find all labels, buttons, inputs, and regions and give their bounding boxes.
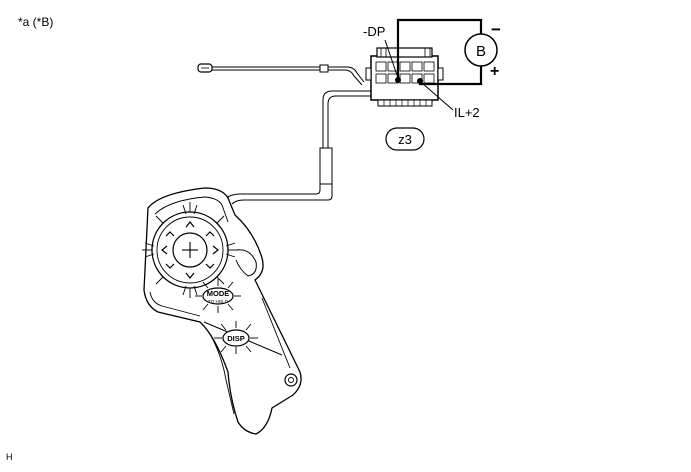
connector-z3 <box>365 47 444 107</box>
mode-button-flash-icon <box>195 279 241 313</box>
dp-leader-line <box>384 39 399 79</box>
terminal-label-dp: -DP <box>363 24 385 39</box>
plus-sign: + <box>490 63 499 80</box>
ilp2-leader-line <box>421 82 454 111</box>
battery-symbol: B <box>464 33 498 67</box>
probe-dp <box>395 77 401 83</box>
lead-wire <box>197 63 365 86</box>
mode-button-sublabel: TO HOLD <box>208 299 229 304</box>
connector-id-label: z3 <box>398 132 412 147</box>
test-lead-minus <box>396 18 483 80</box>
terminal-label-ilp2: IL+2 <box>454 105 480 120</box>
harness-cable <box>225 90 371 205</box>
control-dial <box>142 202 238 298</box>
mode-button-label: MODE <box>207 289 230 298</box>
disp-button-label: DISP <box>227 334 245 343</box>
mode-button: MODE TO HOLD <box>195 279 241 313</box>
mounting-hole <box>284 373 298 387</box>
disp-button-flash-icon <box>214 321 258 354</box>
dial-center-button <box>172 232 208 268</box>
connector-body <box>370 55 439 101</box>
probe-ilp2 <box>417 78 423 84</box>
connector-id-bubble: z3 <box>385 127 425 151</box>
battery-label: B <box>476 43 486 60</box>
connector-cavities <box>375 61 435 84</box>
minus-sign: − <box>491 20 501 39</box>
footer-code: H <box>6 452 13 462</box>
disp-button: DISP <box>214 321 258 354</box>
callout-label: *a (*B) <box>18 15 53 29</box>
